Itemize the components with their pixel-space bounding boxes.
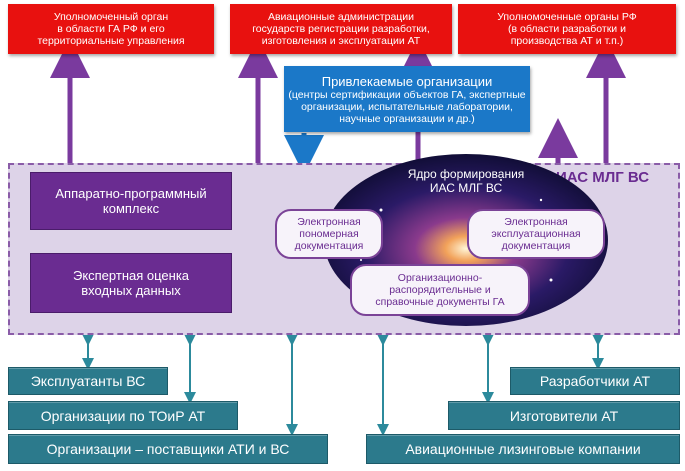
doc-regulatory-documents: Организационно- распорядительные и справ… bbox=[350, 264, 530, 316]
authority-box-1: Уполномоченный орган в области ГА РФ и е… bbox=[8, 4, 214, 54]
authority-box-3: Уполномоченные органы РФ (в области разр… bbox=[458, 4, 676, 54]
leasing-companies-box: Авиационные лизинговые компании bbox=[366, 434, 680, 464]
suppliers-box: Организации – поставщики АТИ и ВС bbox=[8, 434, 328, 464]
mro-organizations-box: Организации по ТОиР АТ bbox=[8, 401, 238, 430]
manufacturers-box: Изготовители АТ bbox=[448, 401, 680, 430]
involved-organizations-box: Привлекаемые организации (центры сертифи… bbox=[284, 66, 530, 132]
developers-box: Разработчики АТ bbox=[510, 367, 680, 395]
involved-subtitle: (центры сертификации объектов ГА, экспер… bbox=[288, 88, 526, 125]
hardware-software-complex-box: Аппаратно-программный комплекс bbox=[30, 172, 232, 230]
core-title: Ядро формирования ИАС МЛГ ВС bbox=[407, 167, 525, 195]
ias-system-label: ИАС МЛГ ВС bbox=[556, 169, 650, 186]
involved-title: Привлекаемые организации bbox=[321, 73, 493, 89]
operators-box: Эксплуатанты ВС bbox=[8, 367, 168, 395]
doc-serial-documentation: Электронная пономерная документация bbox=[275, 209, 383, 259]
expert-evaluation-box: Экспертная оценка входных данных bbox=[30, 253, 232, 313]
doc-operational-documentation: Электронная эксплуатационная документаци… bbox=[467, 209, 605, 259]
authority-box-2: Авиационные администрации государств рег… bbox=[230, 4, 452, 54]
